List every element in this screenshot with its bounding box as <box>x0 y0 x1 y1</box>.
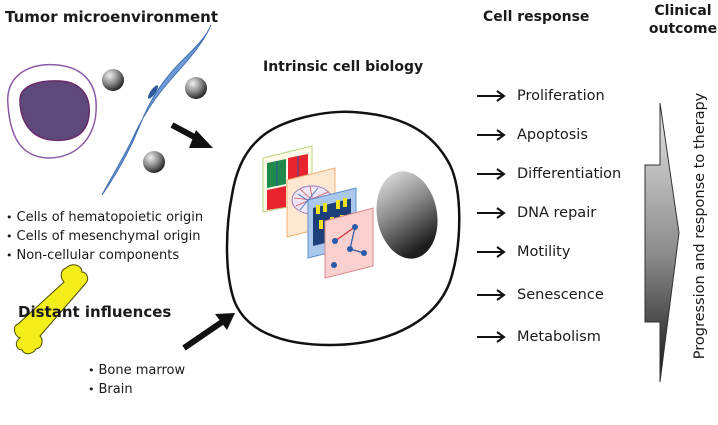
distant-influence-item: Bone marrow <box>88 361 186 380</box>
cell-response-item: Proliferation <box>477 86 621 106</box>
arrow-distant-to-cell-icon <box>182 313 235 351</box>
cell-response-item: Differentiation <box>477 164 621 184</box>
cell-response-label: Apoptosis <box>517 127 588 143</box>
cell-response-label: Differentiation <box>517 166 622 182</box>
cell-response-item: Metabolism <box>477 327 621 347</box>
clinical-outcome-heading: Clinical outcome <box>648 2 718 38</box>
cell-response-label: Senescence <box>517 287 604 303</box>
bone-icon <box>13 264 89 355</box>
nucleus-icon <box>376 171 438 259</box>
clinical-outcome-arrow-icon <box>644 102 680 383</box>
right-arrow-icon <box>477 129 506 141</box>
omics-layers-icon <box>262 145 374 279</box>
microenvironment-list-item: Cells of mesenchymal origin <box>6 227 203 246</box>
hematopoietic-cell-icon <box>7 63 97 159</box>
microenvironment-list: Cells of hematopoietic origin Cells of m… <box>6 208 204 265</box>
right-arrow-icon <box>477 207 506 219</box>
cell-response-list: Proliferation Apoptosis Differentiation … <box>477 86 621 347</box>
cell-response-item: Senescence <box>477 285 621 305</box>
microenvironment-list-item: Cells of hematopoietic origin <box>6 208 204 227</box>
right-arrow-icon <box>477 168 506 180</box>
non-cellular-component-icon <box>102 69 124 91</box>
cell-response-item: DNA repair <box>477 203 621 223</box>
clinical-outcome-arrow-label: Progression and response to therapy <box>692 92 708 360</box>
cell-membrane-icon <box>225 110 461 347</box>
mesenchymal-cell-icon <box>101 24 212 196</box>
right-arrow-icon <box>477 90 506 102</box>
right-arrow-icon <box>477 289 506 301</box>
cell-response-label: Proliferation <box>517 88 605 104</box>
microenvironment-list-item: Non-cellular components <box>6 246 203 265</box>
distant-influences-heading: Distant influences <box>18 303 172 321</box>
clinical-outcome-heading-line1: Clinical <box>654 3 712 19</box>
non-cellular-component-icon <box>185 77 207 99</box>
distant-influence-item: Brain <box>88 380 185 399</box>
arrow-microenvironment-to-cell-icon <box>170 122 213 148</box>
intrinsic-cell-biology-heading: Intrinsic cell biology <box>263 59 424 75</box>
cell-response-heading: Cell response <box>483 9 590 25</box>
non-cellular-component-icon <box>143 151 165 173</box>
cell-response-label: Metabolism <box>517 329 601 345</box>
cell-response-label: Motility <box>517 244 571 260</box>
cell-response-label: DNA repair <box>517 205 597 221</box>
right-arrow-icon <box>477 246 506 258</box>
clinical-outcome-heading-line2: outcome <box>648 21 718 37</box>
pathway-panel-icon <box>324 207 374 279</box>
distant-influences-list: Bone marrow Brain <box>88 361 186 399</box>
cell-response-item: Motility <box>477 242 621 262</box>
cell-response-item: Apoptosis <box>477 125 621 145</box>
right-arrow-icon <box>477 331 506 343</box>
tumor-microenvironment-heading: Tumor microenvironment <box>5 8 218 26</box>
